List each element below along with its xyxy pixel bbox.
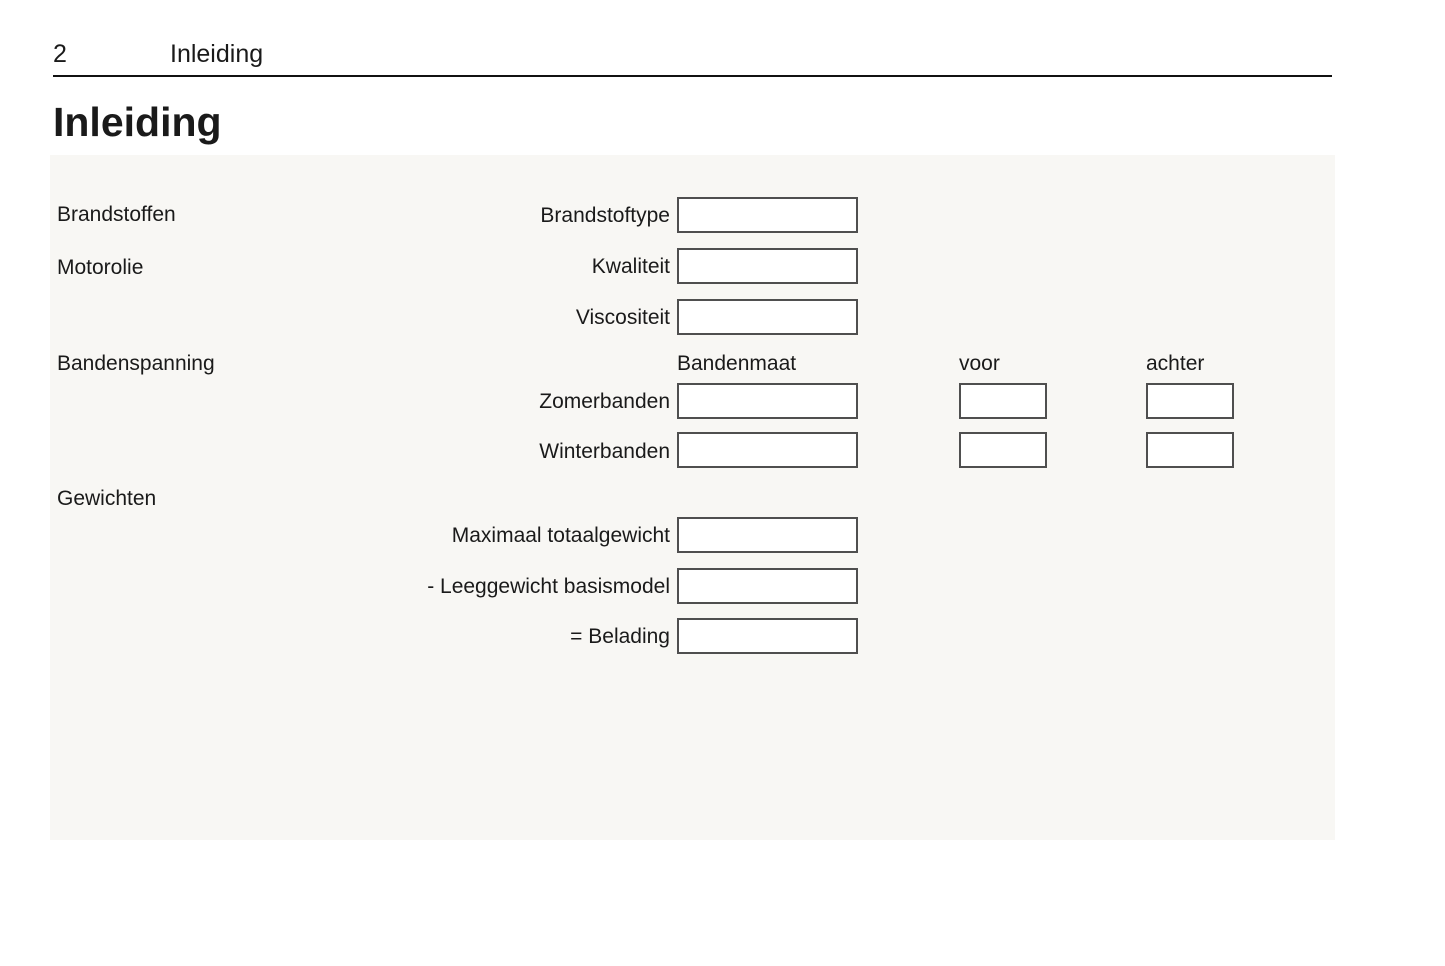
payload-input[interactable] [677, 618, 858, 654]
field-label-viscosity: Viscositeit [575, 306, 670, 329]
section-label-tyre-pressure: Bandenspanning [57, 352, 215, 375]
page-number: 2 [53, 40, 67, 68]
section-label-weights: Gewichten [57, 487, 157, 510]
field-label-max-total-weight: Maximaal totaalgewicht [451, 524, 670, 547]
field-label-kerb-weight: - Leeggewicht basismodel [427, 575, 670, 598]
oil-quality-input[interactable] [677, 248, 858, 284]
winter-tyre-size-input[interactable] [677, 432, 858, 468]
column-header-rear: achter [1146, 352, 1205, 375]
summer-front-pressure-input[interactable] [959, 383, 1047, 419]
max-total-weight-input[interactable] [677, 517, 858, 553]
column-header-front: voor [959, 352, 1000, 375]
page-title: Inleiding [53, 99, 222, 145]
field-label-fuel-type: Brandstoftype [540, 204, 670, 227]
field-label-winter-tyres: Winterbanden [539, 440, 670, 463]
column-header-tyre-size: Bandenmaat [677, 352, 797, 375]
running-header: 2 Inleiding [53, 40, 1332, 77]
spec-form-panel: Brandstoffen Motorolie Bandenspanning Ge… [50, 155, 1335, 840]
field-label-summer-tyres: Zomerbanden [539, 390, 670, 413]
summer-rear-pressure-input[interactable] [1146, 383, 1234, 419]
chapter-name: Inleiding [170, 40, 264, 68]
field-label-quality: Kwaliteit [591, 255, 670, 278]
field-label-payload: = Belading [570, 625, 670, 648]
winter-rear-pressure-input[interactable] [1146, 432, 1234, 468]
summer-tyre-size-input[interactable] [677, 383, 858, 419]
winter-front-pressure-input[interactable] [959, 432, 1047, 468]
fuel-type-input[interactable] [677, 197, 858, 233]
section-label-engine-oil: Motorolie [57, 256, 144, 279]
kerb-weight-input[interactable] [677, 568, 858, 604]
section-label-fuels: Brandstoffen [57, 203, 176, 226]
oil-viscosity-input[interactable] [677, 299, 858, 335]
